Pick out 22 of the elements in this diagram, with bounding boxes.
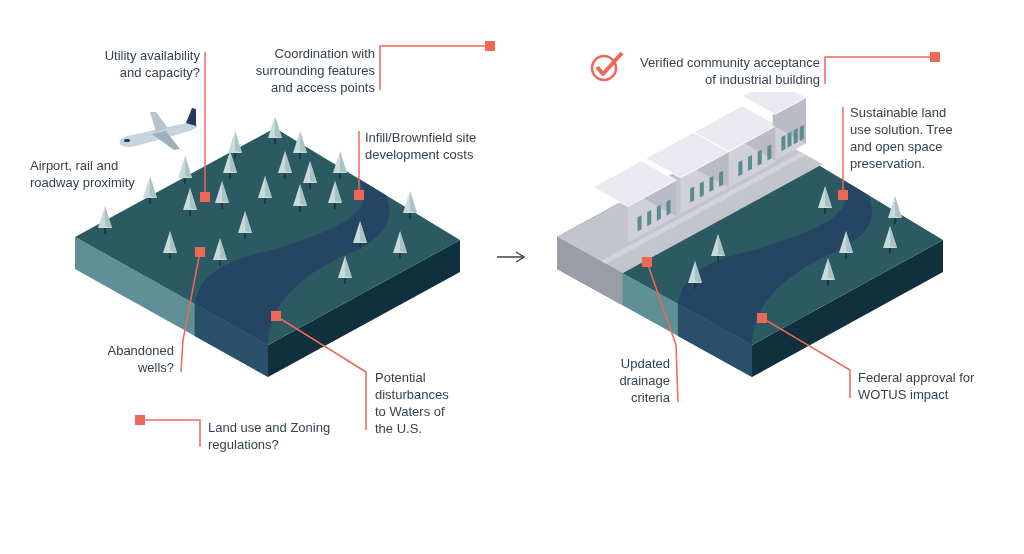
leader-line bbox=[757, 313, 851, 399]
leader-line bbox=[642, 257, 679, 403]
callout-text: Sustainable land use solution. Tree and open space preservation. bbox=[850, 104, 968, 172]
callout-text: Utility availability and capacity? bbox=[80, 47, 200, 81]
callout-text: Abandoned wells? bbox=[90, 342, 174, 376]
callout-text: Federal approval for WOTUS impact bbox=[858, 369, 976, 403]
leader-line bbox=[838, 106, 848, 200]
leader-line bbox=[379, 41, 495, 91]
leader-line bbox=[135, 415, 201, 448]
callout-text: Verified community acceptance of industrial building bbox=[633, 54, 820, 88]
callout-text: Infill/Brownfield site development costs bbox=[365, 129, 505, 163]
leader-line bbox=[200, 51, 210, 202]
arrow bbox=[496, 251, 525, 263]
callout-text: Coordination with surrounding features and access points bbox=[245, 45, 375, 96]
callout-text: Airport, rail and roadway proximity bbox=[30, 157, 136, 191]
leader-line bbox=[271, 311, 367, 431]
leader-line bbox=[354, 130, 364, 200]
callout-text: Potential disturbances to Waters of the U.S. bbox=[375, 369, 457, 437]
leader-line bbox=[180, 247, 205, 373]
leader-line bbox=[824, 52, 940, 85]
callout-text: Updated drainage criteria bbox=[600, 355, 670, 406]
callout-text: Land use and Zoning regulations? bbox=[208, 419, 340, 453]
